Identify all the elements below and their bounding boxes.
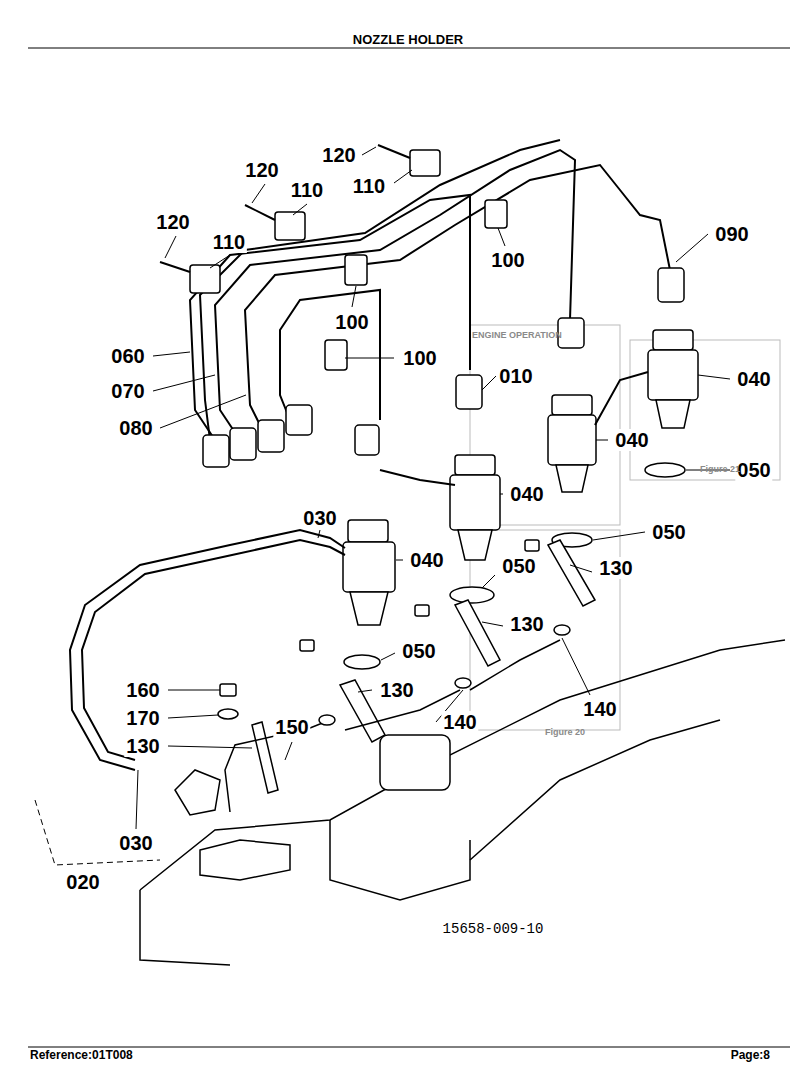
callout-number: 170 [124,707,161,729]
page-title: NOZZLE HOLDER [353,33,464,47]
callout-number: 130 [378,679,415,701]
footer-text: Page:8 [731,1049,770,1062]
callout-number: 050 [650,521,687,543]
callout-number: 040 [735,368,772,390]
callout-number: 080 [117,417,154,439]
background-text: ENGINE OPERATION [472,331,562,341]
callout-number: 030 [301,507,338,529]
callout-number: 140 [581,698,618,720]
callout-number: 110 [351,175,387,197]
callout-number: 150 [273,716,310,738]
callout-number: 060 [109,345,146,367]
callout-number: 010 [497,365,534,387]
callout-number: 120 [320,144,357,166]
callout-number: 110 [289,179,325,201]
footer-text: Reference:01T008 [30,1049,133,1062]
callout-number: 050 [735,459,772,481]
callout-number: 070 [109,380,146,402]
callout-number: 050 [500,555,537,577]
callout-number: 160 [124,679,161,701]
drawing-number: 15658-009-10 [443,922,544,937]
callout-number: 050 [400,640,437,662]
callout-number: 140 [441,711,478,733]
callout-number: 100 [333,311,370,333]
callout-number: 100 [401,347,438,369]
callout-number: 040 [408,549,445,571]
callout-number: 020 [64,871,101,893]
callout-number: 120 [243,159,280,181]
callout-number: 040 [613,429,650,451]
callout-number: 120 [154,211,191,233]
callout-number: 090 [713,223,750,245]
callout-number: 130 [124,735,161,757]
background-text: Figure 21 [700,465,740,475]
callout-number: 040 [508,483,545,505]
callout-number: 130 [597,557,634,579]
callout-number: 100 [489,249,526,271]
callout-number: 130 [508,613,545,635]
callout-number: 110 [211,231,247,253]
background-text: Figure 20 [545,728,585,738]
callout-number: 030 [117,832,154,854]
